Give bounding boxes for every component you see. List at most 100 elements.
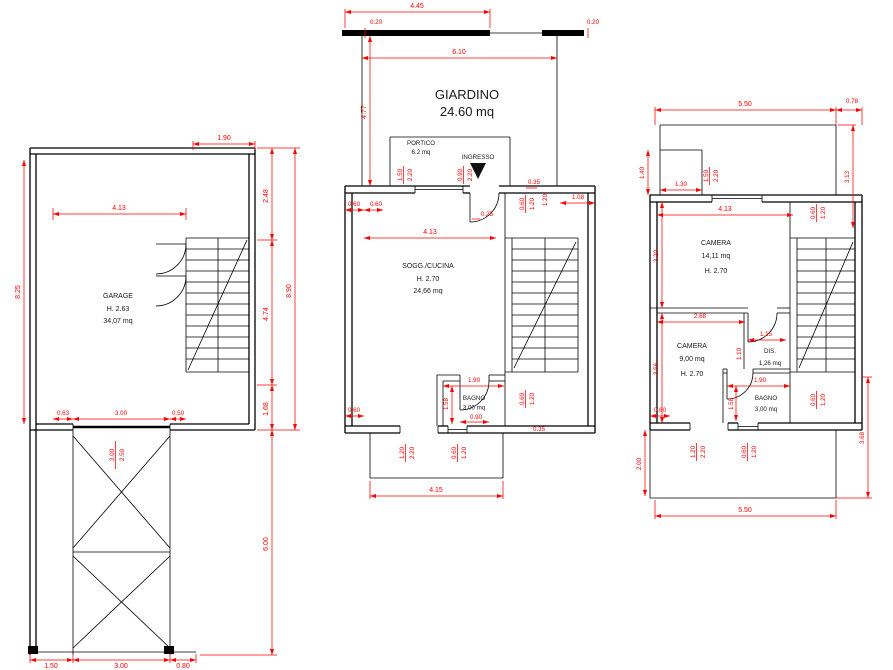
dim-label: 1.20 [529,197,536,210]
dim-label: 1.10 [736,347,743,360]
dim-label: 1.50 [397,168,404,181]
dim-label: 0.90 [470,414,483,421]
dim-label: 0.60 [451,446,458,459]
room-area: 14,11 mq [702,253,731,260]
garden-dimensions: 4.45 0.20 0.20 6.10 4.77 [344,3,600,186]
garage-dimensions: 1.90 4.13 8.25 2.48 4.74 1.68 8.90 6.00 … [15,135,300,670]
dim-label: 0.60 [810,206,817,219]
dim-label: 0.60 [348,407,361,414]
dim-label: 2.20 [467,168,474,181]
dim-label: 1.20 [820,393,827,406]
dim-label: 3.13 [844,170,851,183]
first-floor-plan: 5.50 0.78 1.40 1.30 1.50 2.20 3.13 4.13 … [636,98,872,519]
room-height: H. 2.70 [417,276,440,283]
dim-label: 1.20 [542,193,549,206]
room-name: CAMERA [701,240,731,247]
garage-walls [28,147,256,655]
bath-area: 3,00 mq [463,405,486,412]
dim-label: 3.00 [115,410,128,417]
garage-stairs [155,237,249,373]
door-swing-arc [469,192,500,223]
living-room-label: SOGG./CUCINA H. 2.70 24,66 mq [402,263,454,295]
ground-walls [344,185,596,434]
dim-label: 1.68 [263,402,270,416]
room-area: 3,00 mq [755,406,778,413]
wall-end-cap [28,646,38,654]
dim-label: 1.50 [44,663,58,670]
dim-label: 8.25 [15,285,22,299]
dim-label: 0.60 [519,197,526,210]
dim-label: 6.00 [263,537,270,551]
dim-label: 4.13 [112,205,126,212]
dim-label: 3.00 [114,663,128,670]
dim-label: 4.13 [423,229,437,236]
dim-label: 1.90 [754,377,767,384]
dim-label: 2.00 [636,457,643,470]
dim-label: 0.60 [810,393,817,406]
dim-label: 1.20 [529,392,536,405]
dim-label: 0.20 [587,19,600,26]
dim-label: 2.48 [263,189,270,203]
dim-label: 4.74 [263,307,270,321]
dim-label: 2.20 [407,168,414,181]
dim-label: 1.90 [468,377,481,384]
dim-label: 0.20 [370,19,383,26]
dim-label: 4.77 [361,105,368,119]
dim-label: 3.20 [653,249,660,262]
dim-label: 1.20 [399,446,406,459]
dim-label: 1.15 [760,331,773,338]
dim-label: 3.68 [859,431,866,444]
dim-label: 4.45 [410,3,424,10]
room-area: 24,66 mq [413,288,442,295]
dim-label: 1.50 [703,169,710,182]
room-name: CAMERA [677,343,707,350]
dim-label: 6.10 [452,49,466,56]
dim-label: 0.60 [370,201,383,208]
dim-label: 4.13 [718,206,732,213]
garage-floor-plan: 1.90 4.13 8.25 2.48 4.74 1.68 8.90 6.00 … [15,135,300,670]
first-stairs [789,237,855,373]
dim-label: 1.90 [217,135,231,142]
ground-dimensions: 1.50 2.20 0.90 2.20 0.35 1.20 1.08 0.60 … [345,166,595,499]
dim-label: 0.60 [519,392,526,405]
room-name: GARAGE [103,293,133,300]
room-name: DIS. [764,348,776,355]
room-name: BAGNO [755,395,778,402]
dim-label: 8.90 [286,284,293,298]
first-bath-label: BAGNO 3,00 mq [755,395,778,413]
portico: PORTICO 6.2 mq INGRESSO [389,136,511,186]
door-swing-arc [155,275,187,307]
bedroom2-label: CAMERA 9,00 mq H. 2.70 [677,343,707,378]
terrace-outline [659,124,837,195]
room-area: 9,00 mq [679,356,704,363]
garden-area: 24.60 mq [440,104,494,119]
room-area: 1,26 mq [759,360,782,367]
dim-label: 5.50 [738,101,752,108]
dim-label: 1.20 [461,446,468,459]
dim-label: 2.20 [409,446,416,459]
dim-label: 1.58 [728,397,735,410]
dim-label: 2.20 [700,445,707,458]
dim-label: 0.35 [533,426,546,433]
dim-label: 1.40 [639,166,646,179]
garage-room-label: GARAGE H. 2.63 34,07 mq [103,293,133,325]
dim-label: 0.50 [172,410,185,417]
dim-label: 0.80 [176,663,190,670]
room-height: H. 2.70 [681,371,704,378]
ground-stairs [504,237,579,373]
dim-label: 0.60 [348,201,361,208]
ground-porch [369,433,504,479]
entrance-label: INGRESSO [462,154,495,161]
ground-bath: BAGNO 3,00 mq [436,374,505,426]
dim-label: 0.60 [741,445,748,458]
dim-label: 2.50 [119,448,126,461]
room-name: SOGG./CUCINA [402,263,454,270]
dim-label: 0.60 [654,407,667,414]
door-swing-arc [726,372,754,400]
hallway-label: DIS. 1,26 mq [759,348,782,367]
dim-label: 1.20 [820,206,827,219]
dim-label: 2.20 [713,169,720,182]
dim-label: 0.63 [57,410,70,417]
